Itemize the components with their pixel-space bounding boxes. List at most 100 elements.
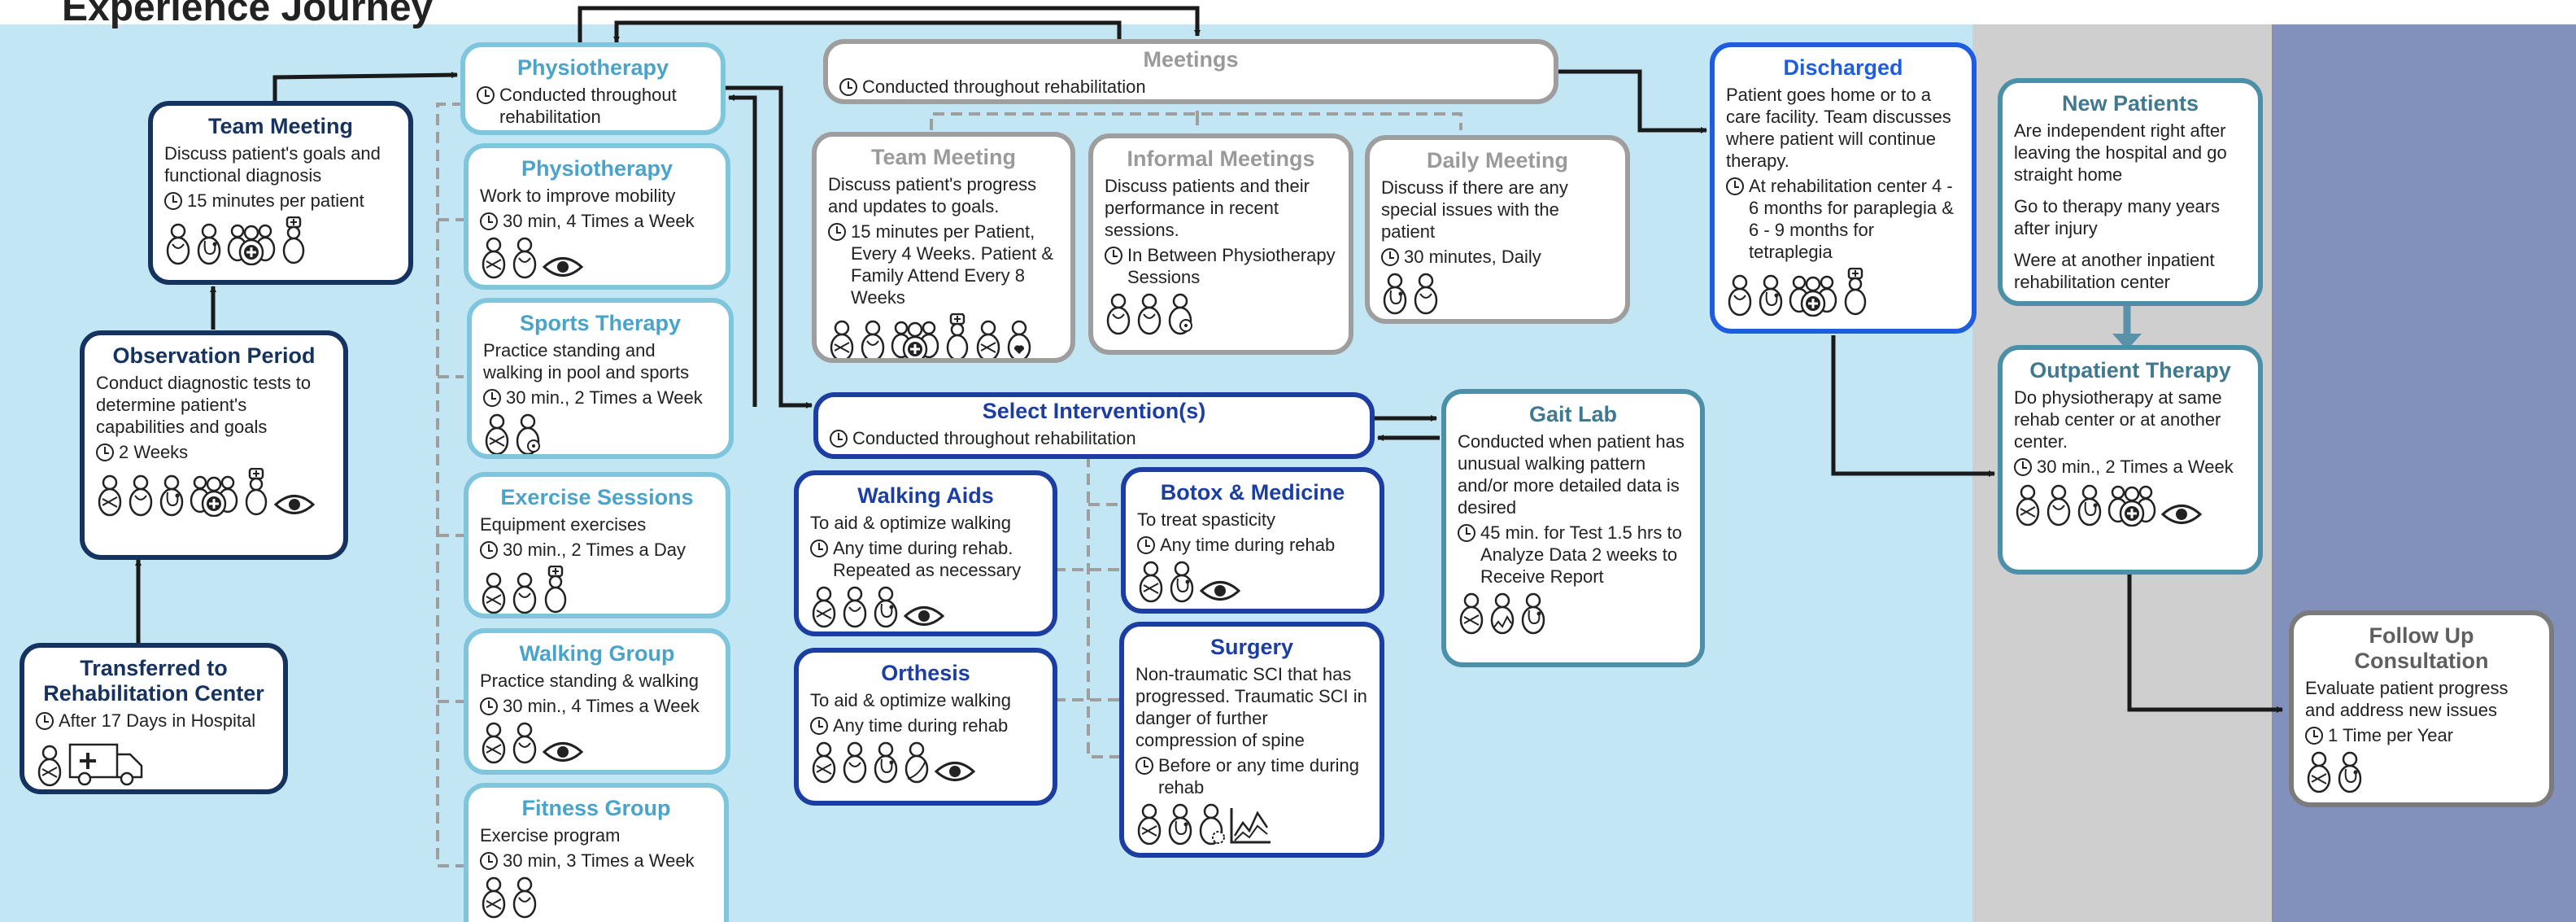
team-meeting-progress-desc: Discuss patient's progress and updates t…: [828, 174, 1037, 216]
clock-icon: [480, 541, 498, 559]
patient-icon: [1135, 803, 1163, 850]
therapist-icon: [841, 586, 869, 631]
therapist-icon: [511, 237, 538, 283]
walking-group-title: Walking Group: [519, 641, 675, 666]
outpatient-icons: [2014, 483, 2247, 531]
new-patients-box: New Patients Are independent right after…: [1998, 78, 2263, 306]
surgery-desc: Non-traumatic SCI that has progressed. T…: [1135, 664, 1367, 750]
clock-icon: [483, 389, 501, 407]
therapist-icon: [1726, 274, 1754, 321]
informal-meetings-desc: Discuss patients and their performance i…: [1105, 176, 1310, 240]
fitness-icons: [480, 876, 713, 922]
clock-icon: [477, 86, 495, 104]
daily-meeting-time: 30 minutes, Daily: [1404, 247, 1541, 267]
team-meeting-progress-time: 15 minutes per Patient, Every 4 Weeks. P…: [851, 221, 1054, 308]
observation-icons: [96, 467, 332, 521]
family-icon: [1005, 320, 1033, 358]
doctor-icon: [158, 474, 185, 521]
patient-icon: [36, 745, 63, 789]
ambulance-icon: [67, 736, 145, 789]
team-meeting-icons: [164, 216, 397, 269]
doctor-icon: [195, 223, 223, 269]
discharged-desc: Patient goes home or to a care facility.…: [1726, 85, 1951, 171]
physio-main-box: Physiotherapy Conducted throughout rehab…: [460, 42, 726, 135]
exercise-time: 30 min., 2 Times a Day: [503, 540, 686, 560]
orthesis-time: Any time during rehab: [833, 715, 1009, 736]
new-patients-item: Were at another inpatient rehabilitation…: [2014, 250, 2215, 292]
ball-icon: [514, 413, 542, 454]
nurse-icon: [1842, 267, 1869, 321]
therapist-icon: [511, 722, 538, 768]
physio-desc: Work to improve mobility: [480, 186, 676, 206]
gait-lab-title: Gait Lab: [1528, 402, 1617, 426]
doctor-icon: [872, 741, 900, 788]
clock-icon: [810, 540, 828, 557]
fitness-time: 30 min, 3 Times a Week: [503, 850, 695, 871]
doctor-icon: [1757, 274, 1785, 321]
patient-icon: [828, 320, 856, 358]
follow-up-time: 1 Time per Year: [2328, 725, 2454, 745]
team-icon: [890, 318, 940, 358]
patient-icon: [480, 876, 508, 922]
transferred-time: After 17 Days in Hospital: [59, 710, 256, 731]
therapist-icon: [1105, 293, 1132, 339]
orthotist-icon: [903, 741, 931, 788]
patient-icon: [810, 741, 838, 788]
botox-title: Botox & Medicine: [1160, 480, 1345, 505]
informal-meetings-time: In Between Physiotherapy Sessions: [1127, 245, 1336, 287]
clock-icon: [164, 192, 182, 210]
nurse-icon: [944, 312, 971, 358]
physio-main-title: Physiotherapy: [517, 55, 669, 80]
observation-title: Observation Period: [112, 343, 316, 368]
therapist-icon: [511, 876, 538, 922]
doctor-icon: [1166, 803, 1194, 850]
ball-icon: [1166, 293, 1194, 339]
exercise-box: Exercise Sessions Equipment exercises 30…: [464, 472, 730, 618]
doctor-icon: [1519, 592, 1547, 639]
patient-icon: [480, 237, 508, 283]
follow-up-title: Follow Up Consultation: [2354, 623, 2489, 673]
select-intervention-box: Select Intervention(s) Conducted through…: [813, 392, 1375, 459]
botox-desc: To treat spasticity: [1137, 509, 1275, 530]
team-icon: [2107, 483, 2157, 531]
informal-meetings-title: Informal Meetings: [1127, 146, 1315, 171]
meetings-time: Conducted throughout rehabilitation: [862, 76, 1146, 97]
nurse-icon: [280, 216, 307, 269]
team-meeting-title: Team Meeting: [207, 114, 354, 138]
transferred-box: Transferred to Rehabilitation Center Aft…: [20, 643, 288, 794]
surgeon-icon: [1197, 803, 1225, 850]
orthesis-title: Orthesis: [881, 661, 970, 685]
clock-icon: [2014, 458, 2032, 476]
walking-aids-title: Walking Aids: [857, 483, 994, 508]
outpatient-box: Outpatient Therapy Do physiotherapy at s…: [1998, 345, 2263, 575]
follow-up-icons: [2305, 751, 2538, 797]
surgery-icons: [1135, 803, 1368, 850]
clock-icon: [839, 78, 857, 96]
walking-aids-box: Walking Aids To aid & optimize walking A…: [794, 470, 1057, 636]
transferred-icons: [36, 736, 272, 789]
discharged-time: At rehabilitation center 4 - 6 months fo…: [1749, 176, 1954, 262]
clock-icon: [810, 717, 828, 735]
orthesis-box: Orthesis To aid & optimize walking Any t…: [794, 648, 1057, 806]
meetings-box: Meetings Conducted throughout rehabilita…: [823, 39, 1558, 104]
clock-icon: [828, 223, 846, 241]
exercise-icons: [480, 565, 714, 614]
team-meeting-time: 15 minutes per patient: [187, 190, 364, 211]
clock-icon: [1458, 524, 1475, 542]
therapist-icon: [127, 474, 155, 521]
nurse-icon: [242, 467, 270, 521]
surgery-title: Surgery: [1210, 635, 1294, 659]
sports-time: 30 min., 2 Times a Week: [506, 387, 703, 408]
team-meeting-box: Team Meeting Discuss patient's goals and…: [148, 101, 413, 285]
patient-icon: [974, 320, 1002, 358]
patient-icon: [1458, 592, 1485, 639]
team-meeting-desc: Discuss patient's goals and functional d…: [164, 143, 381, 186]
clock-icon: [1381, 248, 1399, 266]
outpatient-desc: Do physiotherapy at same rehab center or…: [2014, 387, 2222, 452]
therapist-icon: [859, 320, 887, 358]
nurse-icon: [542, 565, 569, 614]
eye-icon: [1199, 579, 1241, 607]
walking-group-desc: Practice standing & walking: [480, 671, 700, 691]
walking-group-time: 30 min., 4 Times a Week: [503, 696, 700, 716]
eye-icon: [2160, 502, 2203, 531]
